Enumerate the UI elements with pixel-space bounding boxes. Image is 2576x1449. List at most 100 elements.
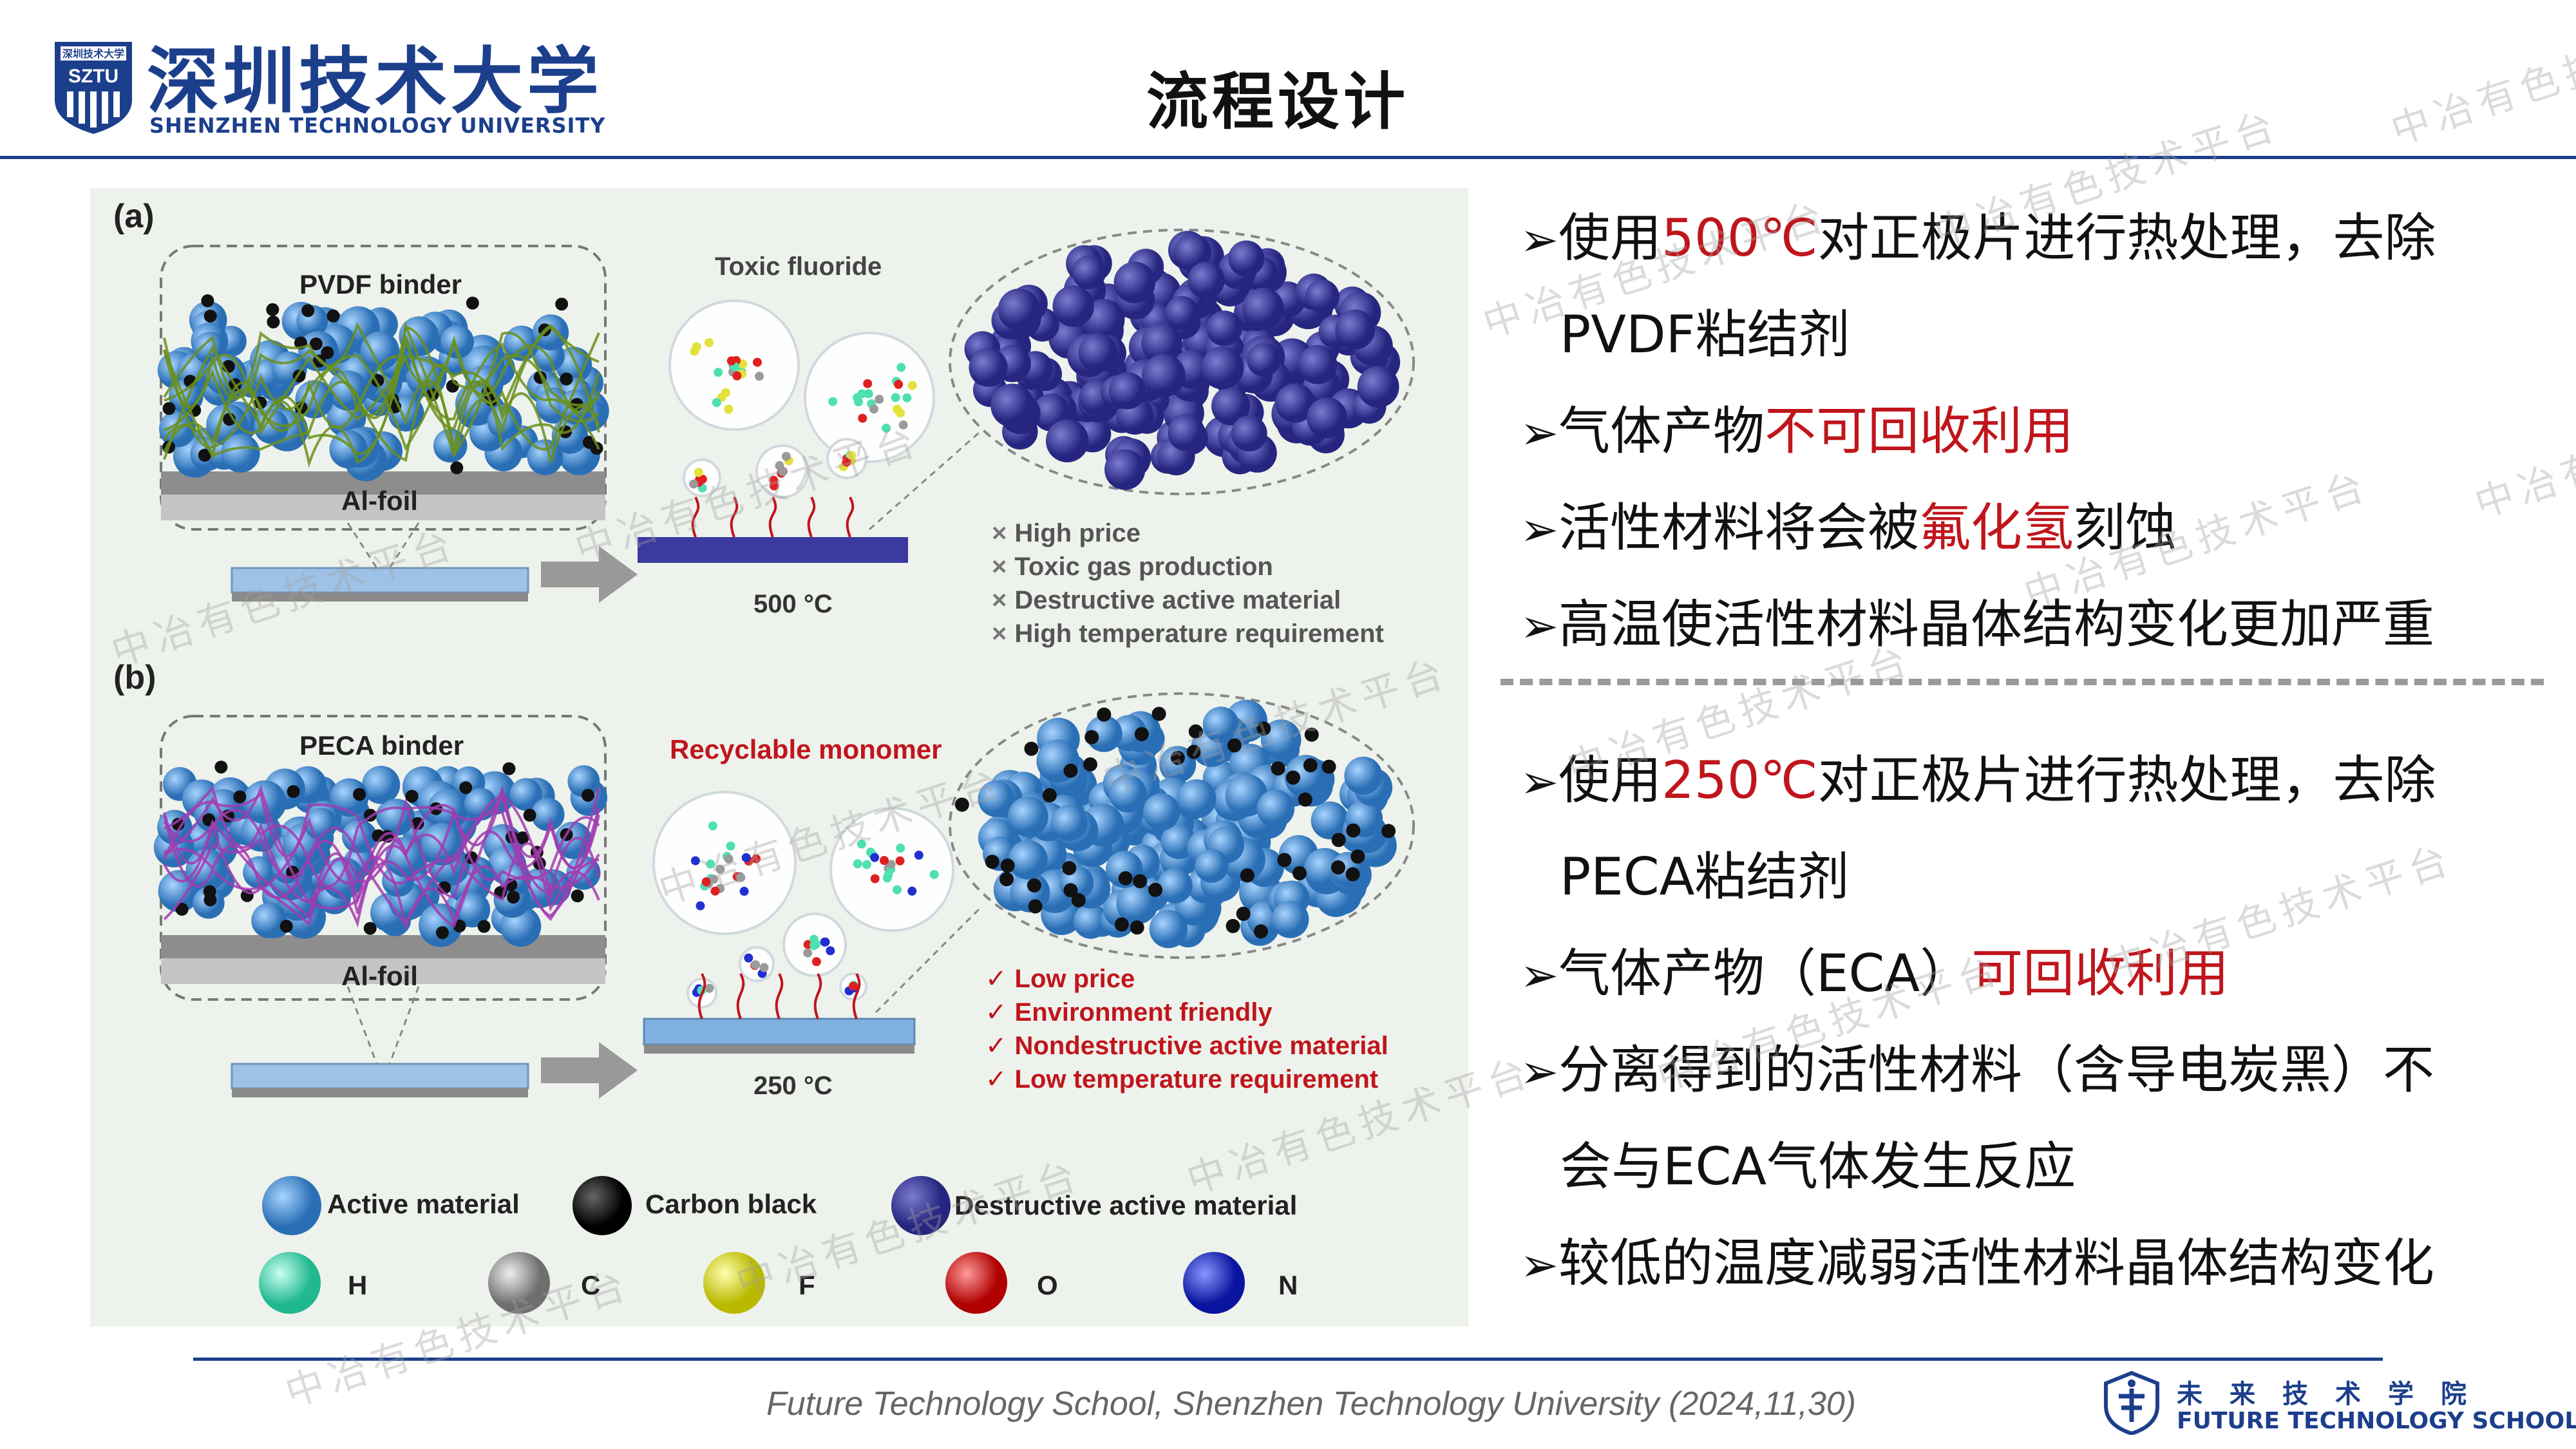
cross-mark-icon: × (992, 620, 1007, 648)
cons-item: ×Destructive active material (992, 586, 1341, 614)
legend-f: F (799, 1270, 815, 1300)
school-logo: 未来技术学院 FUTURE TECHNOLOGY SCHOOL (2099, 1370, 2576, 1441)
pros-item: ✓Environment friendly (985, 998, 1273, 1027)
footer-divider (193, 1358, 2383, 1361)
school-name-en: FUTURE TECHNOLOGY SCHOOL (2177, 1408, 2576, 1434)
header-divider (0, 156, 2576, 159)
temperature-label-b: 250 °C (753, 1072, 833, 1100)
process-schematic (153, 229, 1415, 1314)
al-foil-strip-a (161, 471, 605, 495)
arrow-bullet-icon: ➢ (1520, 1238, 1559, 1292)
school-name-cn: 未来技术学院 (2177, 1379, 2494, 1409)
arrow-bullet-icon: ➢ (1520, 406, 1559, 460)
destructive-active-material-cluster (964, 231, 1401, 490)
legend-carbon-black-sphere (573, 1176, 632, 1235)
university-name-cn: 深圳技术大学 (147, 40, 603, 124)
logo-badge-top-text: 深圳技术大学 (62, 48, 124, 60)
legend-c: C (581, 1270, 601, 1300)
cross-mark-icon: × (992, 553, 1007, 581)
legend-destructive-material: Destructive active material (954, 1190, 1298, 1220)
pros-item: ✓Low price (985, 965, 1135, 993)
process-arrow-b (541, 1042, 638, 1099)
toxic-fluoride-label: Toxic fluoride (715, 252, 882, 281)
pvdf-binder-lines (163, 321, 600, 468)
al-foil-base-a (161, 495, 605, 520)
legend-o: O (1037, 1270, 1058, 1300)
legend-f-sphere (703, 1252, 765, 1314)
electrode-coating-a (157, 294, 609, 482)
bullet-pvdf-heat-cont: PVDF粘结剂 (1560, 305, 1850, 365)
legend-h-sphere (259, 1252, 321, 1314)
pros-list: ✓Low price ✓Environment friendly ✓Nondes… (985, 962, 1388, 1096)
legend-carbon-black: Carbon black (645, 1189, 817, 1219)
watermark: 中冶有色技术平台 (2385, 0, 2576, 154)
bullet-gas-not-recyclable: ➢气体产物不可回收利用 (1520, 399, 2074, 465)
legend-c-sphere (488, 1252, 550, 1314)
cons-item: ×High temperature requirement (992, 620, 1384, 648)
panel-b-label: (b) (113, 659, 156, 696)
process-arrow-a (541, 546, 638, 603)
arrow-bullet-icon: ➢ (1520, 599, 1559, 653)
toxic-gas-bubbles (668, 299, 935, 498)
zoom-ellipse-b (949, 692, 1415, 959)
check-mark-icon: ✓ (985, 965, 1007, 993)
monomer-gas-bubbles (652, 791, 954, 1009)
section-divider (1501, 679, 2544, 685)
school-shield-icon (2104, 1370, 2159, 1435)
university-name-en: SHENZHEN TECHNOLOGY UNIVERSITY (149, 113, 606, 138)
pros-item: ✓Low temperature requirement (985, 1065, 1379, 1094)
bullet-no-reaction: ➢分离得到的活性材料（含导电炭黑）不 (1520, 1038, 2434, 1104)
footer-citation: Future Technology School, Shenzhen Techn… (766, 1385, 1857, 1423)
heated-sheet-b (643, 1018, 916, 1046)
bullet-peca-heat-cont: PECA粘结剂 (1560, 847, 1850, 907)
al-foil-strip-b (161, 935, 605, 958)
legend-h: H (348, 1270, 368, 1300)
cross-mark-icon: × (992, 586, 1007, 614)
al-foil-label-a: Al-foil (341, 486, 418, 516)
bullet-gas-recyclable: ➢气体产物（ECA）可回收利用 (1520, 942, 2229, 1007)
electrode-zoom-a (160, 245, 607, 531)
pvdf-binder-label: PVDF binder (299, 269, 462, 299)
recyclable-monomer-label: Recyclable monomer (670, 734, 942, 764)
bullet-peca-heat: ➢使用250℃对正极片进行热处理，去除 (1520, 748, 2436, 814)
arrow-bullet-icon: ➢ (1520, 948, 1559, 1002)
electrode-sheet-base-b (232, 1088, 528, 1097)
slide-title: 流程设计 (1146, 66, 1409, 138)
process-figure: (a) PVDF binder Al-foil Toxic fluoride 5… (90, 188, 1468, 1327)
intact-active-material-cluster (954, 699, 1397, 949)
bullet-pvdf-heat: ➢使用500℃对正极片进行热处理，去除 (1520, 206, 2436, 272)
logo-badge-text: SZTU (68, 66, 118, 87)
peca-binder-lines (163, 784, 600, 932)
peca-binder-label: PECA binder (299, 730, 464, 761)
arrow-bullet-icon: ➢ (1520, 502, 1559, 556)
legend-o-sphere (945, 1252, 1007, 1314)
university-logo: 深圳技术大学 SZTU 深圳技术大学 SHENZHEN TECHNOLOGY U… (52, 39, 696, 142)
check-mark-icon: ✓ (985, 998, 1007, 1027)
arrow-bullet-icon: ➢ (1520, 1045, 1559, 1099)
cross-mark-icon: × (992, 519, 1007, 547)
pros-item: ✓Nondestructive active material (985, 1032, 1388, 1060)
legend-destructive-sphere (891, 1176, 951, 1235)
bullet-hf-etching: ➢活性材料将会被氟化氢刻蚀 (1520, 496, 2177, 562)
university-shield-icon: 深圳技术大学 SZTU (55, 42, 132, 134)
temperature-label-a: 500 °C (753, 590, 833, 618)
check-mark-icon: ✓ (985, 1032, 1007, 1060)
arrow-bullet-icon: ➢ (1520, 213, 1559, 267)
arrow-bullet-icon: ➢ (1520, 755, 1559, 809)
bullet-low-temp: ➢较低的温度减弱活性材料晶体结构变化 (1520, 1231, 2434, 1297)
watermark: 中冶有色技术平台 (2469, 372, 2576, 527)
cons-list: ×High price ×Toxic gas production ×Destr… (992, 516, 1384, 650)
electrode-sheet-base-a (232, 592, 528, 601)
legend-n-sphere (1183, 1252, 1245, 1314)
electrode-sheet-a (231, 567, 529, 594)
panel-a-label: (a) (113, 198, 155, 235)
zoom-ellipse-a (949, 229, 1415, 495)
al-foil-label-b: Al-foil (341, 961, 418, 991)
cons-item: ×High price (992, 519, 1141, 547)
legend-active-material: Active material (327, 1189, 520, 1219)
bullet-high-temp-damage: ➢高温使活性材料晶体结构变化更加严重 (1520, 592, 2434, 658)
bullet-no-reaction-cont: 会与ECA气体发生反应 (1560, 1137, 2076, 1197)
electrode-sheet-b (231, 1063, 529, 1090)
legend-active-material-sphere (262, 1176, 321, 1235)
check-mark-icon: ✓ (985, 1065, 1007, 1094)
